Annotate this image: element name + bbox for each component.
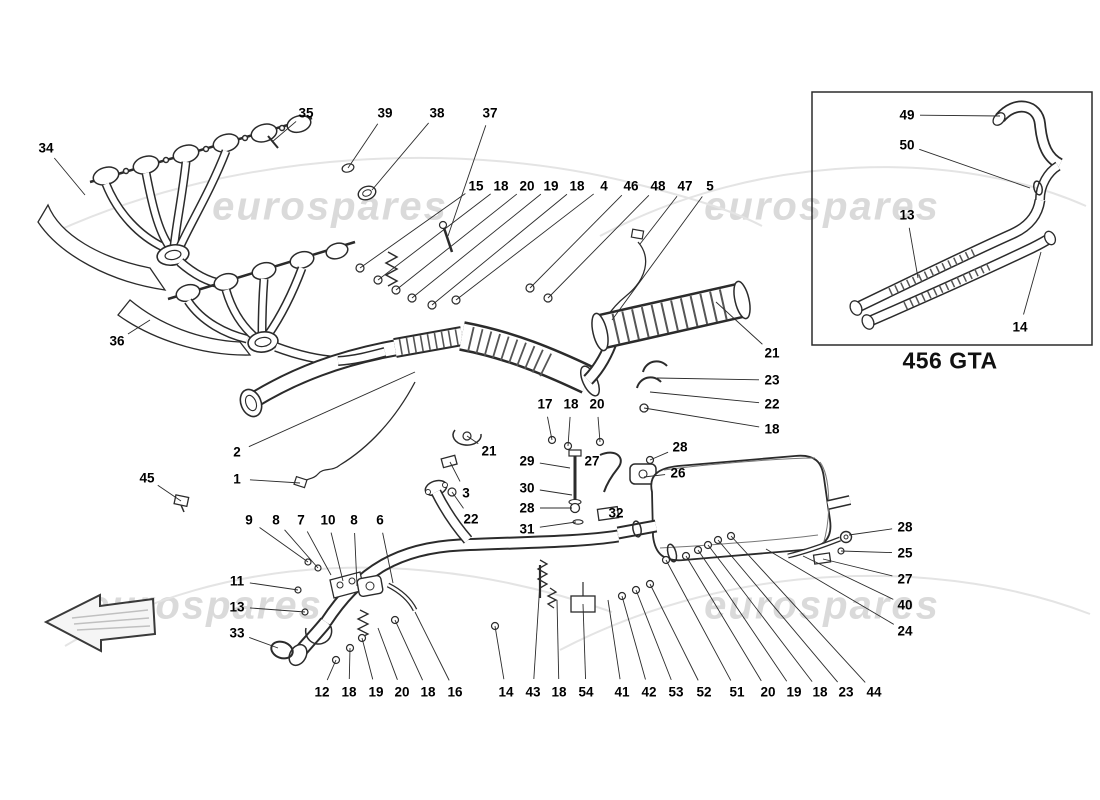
part-callout-36: 36 — [109, 333, 125, 349]
part-callout-28: 28 — [672, 439, 688, 455]
part-callout-5: 5 — [706, 178, 714, 194]
part-callout-52: 52 — [696, 684, 712, 700]
part-callout-9: 9 — [245, 512, 253, 528]
part-callout-53: 53 — [668, 684, 684, 700]
part-callout-51: 51 — [729, 684, 745, 700]
part-callout-6: 6 — [376, 512, 384, 528]
part-callout-33: 33 — [229, 625, 245, 641]
part-callout-41: 41 — [614, 684, 630, 700]
part-callout-10: 10 — [320, 512, 336, 528]
part-callout-35: 35 — [298, 105, 314, 121]
part-callout-31: 31 — [519, 521, 535, 537]
part-callout-22: 22 — [764, 396, 780, 412]
part-callout-20: 20 — [394, 684, 410, 700]
part-callout-18: 18 — [551, 684, 567, 700]
part-callout-23: 23 — [764, 372, 780, 388]
part-callout-19: 19 — [543, 178, 559, 194]
part-callout-20: 20 — [589, 396, 605, 412]
part-callout-8: 8 — [350, 512, 358, 528]
part-callout-45: 45 — [139, 470, 155, 486]
part-callout-18: 18 — [812, 684, 828, 700]
part-callout-39: 39 — [377, 105, 393, 121]
part-callout-1: 1 — [233, 471, 241, 487]
hanger-bracket-assembly-drawing — [568, 449, 657, 525]
part-callout-20: 20 — [519, 178, 535, 194]
part-callout-21: 21 — [481, 443, 497, 459]
part-callout-49: 49 — [899, 107, 915, 123]
part-callout-4: 4 — [600, 178, 608, 194]
part-callout-34: 34 — [38, 140, 54, 156]
part-callout-18: 18 — [341, 684, 357, 700]
part-callout-23: 23 — [838, 684, 854, 700]
part-callout-43: 43 — [525, 684, 541, 700]
part-callout-21: 21 — [764, 345, 780, 361]
part-callout-18: 18 — [420, 684, 436, 700]
part-callout-2: 2 — [233, 444, 241, 460]
part-callout-25: 25 — [897, 545, 913, 561]
part-callout-27: 27 — [897, 571, 913, 587]
part-callout-20: 20 — [760, 684, 776, 700]
part-callout-18: 18 — [569, 178, 585, 194]
part-callout-19: 19 — [368, 684, 384, 700]
part-callout-32: 32 — [608, 505, 624, 521]
part-callout-47: 47 — [677, 178, 693, 194]
part-callout-15: 15 — [468, 178, 484, 194]
part-callout-7: 7 — [297, 512, 305, 528]
part-callout-27: 27 — [584, 453, 600, 469]
part-callout-30: 30 — [519, 480, 535, 496]
inset-drawing — [811, 91, 1093, 346]
part-callout-13: 13 — [899, 207, 915, 223]
part-callout-26: 26 — [670, 465, 686, 481]
rear-muffler-drawing — [616, 454, 853, 565]
part-callout-24: 24 — [897, 623, 913, 639]
part-callout-14: 14 — [1012, 319, 1028, 335]
part-callout-14: 14 — [498, 684, 514, 700]
part-callout-13: 13 — [229, 599, 245, 615]
part-callout-54: 54 — [578, 684, 594, 700]
part-callout-42: 42 — [641, 684, 657, 700]
part-callout-37: 37 — [482, 105, 498, 121]
part-callout-3: 3 — [462, 485, 470, 501]
part-callout-48: 48 — [650, 178, 666, 194]
part-callout-18: 18 — [493, 178, 509, 194]
part-callout-12: 12 — [314, 684, 330, 700]
inset-title: 456 GTA — [902, 347, 998, 374]
part-callout-50: 50 — [899, 137, 915, 153]
part-callout-17: 17 — [537, 396, 553, 412]
part-callout-44: 44 — [866, 684, 882, 700]
direction-arrow — [43, 593, 157, 653]
part-callout-46: 46 — [623, 178, 639, 194]
watermark-text: eurospares — [704, 184, 940, 229]
part-callout-29: 29 — [519, 453, 535, 469]
part-callout-18: 18 — [563, 396, 579, 412]
part-callout-38: 38 — [429, 105, 445, 121]
part-callout-8: 8 — [272, 512, 280, 528]
part-callout-40: 40 — [897, 597, 913, 613]
part-callout-28: 28 — [519, 500, 535, 516]
part-callout-28: 28 — [897, 519, 913, 535]
part-callout-22: 22 — [463, 511, 479, 527]
part-callout-11: 11 — [229, 573, 245, 589]
part-callout-16: 16 — [447, 684, 463, 700]
part-callout-19: 19 — [786, 684, 802, 700]
part-callout-18: 18 — [764, 421, 780, 437]
